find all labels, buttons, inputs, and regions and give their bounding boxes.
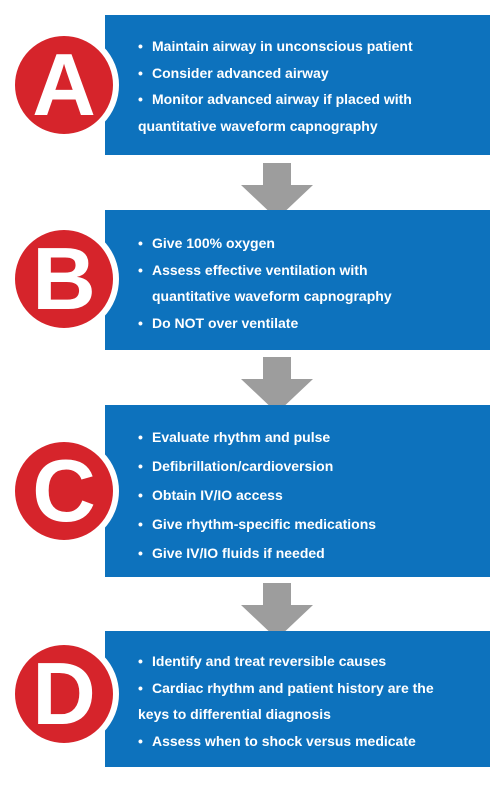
step-d-circle: D <box>9 639 119 749</box>
step-b-item: Give 100% oxygen <box>138 230 482 257</box>
step-b-circle: B <box>9 224 119 334</box>
step-c-item: Evaluate rhythm and pulse <box>138 423 482 452</box>
arrow-down-icon <box>241 357 313 413</box>
step-d-item-continued: keys to differential diagnosis <box>138 706 331 722</box>
step-c-item: Give IV/IO fluids if needed <box>138 539 482 568</box>
step-d-list: Identify and treat reversible causes Car… <box>138 648 482 754</box>
arrow-down-icon <box>241 583 313 639</box>
step-d-box: Identify and treat reversible causes Car… <box>105 631 490 767</box>
arrow-down-icon <box>241 163 313 219</box>
step-a-item: Maintain airway in unconscious patient <box>138 33 482 60</box>
step-c-box: Evaluate rhythm and pulse Defibrillation… <box>105 405 490 577</box>
step-b-item: Do NOT over ventilate <box>138 310 482 337</box>
step-c-item: Defibrillation/cardioversion <box>138 452 482 481</box>
step-a-list: Maintain airway in unconscious patient C… <box>138 33 482 139</box>
step-c-list: Evaluate rhythm and pulse Defibrillation… <box>138 423 482 568</box>
step-b-box: Give 100% oxygen Assess effective ventil… <box>105 210 490 350</box>
step-c-circle: C <box>9 436 119 546</box>
step-c-item: Obtain IV/IO access <box>138 481 482 510</box>
step-d-item: Assess when to shock versus medicate <box>138 728 482 755</box>
step-a-item: Consider advanced airway <box>138 60 482 87</box>
step-d-item: Identify and treat reversible causes <box>138 648 482 675</box>
step-a-circle: A <box>9 30 119 140</box>
step-a-item: Monitor advanced airway if placed with <box>138 86 482 113</box>
step-b-item-continued: quantitative waveform capnography <box>152 288 392 304</box>
step-a-item-continued: quantitative waveform capnography <box>138 117 378 134</box>
step-d-item: Cardiac rhythm and patient history are t… <box>138 675 482 702</box>
step-b-list: Give 100% oxygen Assess effective ventil… <box>138 230 482 336</box>
step-c-item: Give rhythm-specific medications <box>138 510 482 539</box>
step-b-item: Assess effective ventilation with <box>138 257 482 284</box>
step-a-box: Maintain airway in unconscious patient C… <box>105 15 490 155</box>
